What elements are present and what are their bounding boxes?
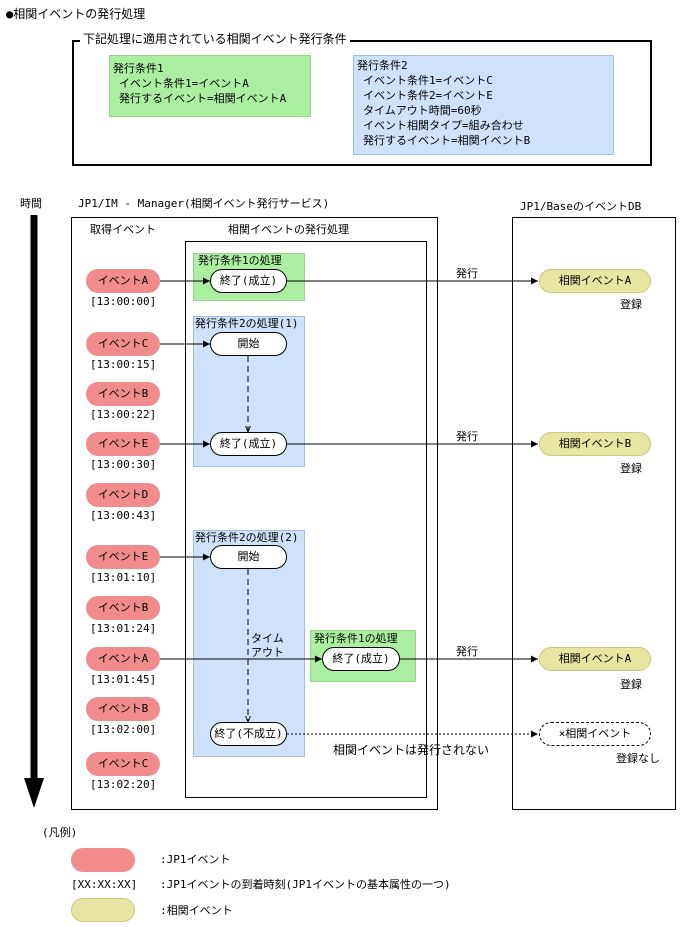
event-arrival-time: [13:01:10] (90, 571, 157, 584)
timeout-label: アウト (251, 646, 284, 659)
processing-box (185, 241, 427, 798)
event-arrival-time: [13:00:00] (90, 295, 157, 308)
register-note: 登録 (620, 678, 642, 691)
jp1-event: イベントB (86, 382, 160, 406)
jp1-event: イベントB (86, 596, 160, 620)
legend-title: (凡例) (42, 826, 78, 839)
issue-label: 発行 (456, 645, 478, 658)
proc-end-ng: 終了(不成立) (210, 722, 287, 746)
proc-cond2-label-1: 発行条件2の処理(1) (195, 317, 299, 330)
event-arrival-time: [13:00:30] (90, 458, 157, 471)
condition1-title: 発行条件1 (113, 62, 164, 75)
legend-corr-text: :相関イベント (160, 904, 233, 917)
acquired-label: 取得イベント (90, 223, 156, 236)
proc-cond1-label-b: 発行条件1の処理 (314, 632, 398, 645)
not-issued-label: 相関イベントは発行されない (333, 743, 490, 757)
correlated-event: 相関イベントA (539, 647, 651, 671)
correlated-event-none: ×相関イベント (539, 722, 651, 746)
condition2-line: タイムアウト時間=60秒 (363, 104, 482, 117)
conditions-panel (72, 40, 652, 166)
proc-end-ok-2: 終了(成立) (210, 432, 287, 456)
jp1-event: イベントC (86, 332, 160, 356)
condition2-line: イベント条件2=イベントE (363, 89, 493, 102)
issue-label: 発行 (456, 430, 478, 443)
jp1-event: イベントC (86, 752, 160, 776)
register-none-note: 登録なし (616, 752, 660, 765)
condition1-line: イベント条件1=イベントA (119, 77, 249, 90)
event-arrival-time: [13:00:22] (90, 408, 157, 421)
condition2-title: 発行条件2 (357, 59, 408, 72)
jp1-event: イベントE (86, 432, 160, 456)
jp1-event: イベントD (86, 483, 160, 507)
event-arrival-time: [13:00:15] (90, 358, 157, 371)
condition2-line: イベント相関タイプ=組み合わせ (363, 119, 524, 132)
condition2-line: イベント条件1=イベントC (363, 74, 493, 87)
proc-end-ok-1: 終了(成立) (210, 269, 287, 293)
db-label: JP1/BaseのイベントDB (520, 200, 642, 213)
condition2-line: 発行するイベント=相関イベントB (363, 134, 531, 147)
timeout-label: タイム (251, 632, 284, 645)
conditions-header: 下記処理に適用されている相関イベント発行条件 (80, 33, 350, 46)
legend-corr-swatch (71, 898, 135, 922)
condition2-box: 発行条件2 イベント条件1=イベントC イベント条件2=イベントE タイムアウト… (353, 55, 614, 155)
legend-jp1-text: :JP1イベント (160, 853, 231, 866)
condition1-box: 発行条件1 イベント条件1=イベントA 発行するイベント=相関イベントA (109, 55, 311, 117)
jp1-event: イベントA (86, 647, 160, 671)
jp1-event: イベントB (86, 697, 160, 721)
manager-box (71, 217, 438, 810)
register-note: 登録 (620, 462, 642, 475)
legend-jp1-swatch (71, 848, 135, 872)
legend-time-key: [XX:XX:XX] (71, 878, 138, 891)
event-arrival-time: [13:01:45] (90, 673, 157, 686)
processing-label: 相関イベントの発行処理 (228, 223, 349, 236)
proc-end-ok-3: 終了(成立) (322, 647, 400, 671)
event-arrival-time: [13:00:43] (90, 509, 157, 522)
proc-start-1: 開始 (210, 332, 287, 356)
event-arrival-time: [13:02:00] (90, 723, 157, 736)
manager-label: JP1/IM - Manager(相関イベント発行サービス) (78, 197, 330, 210)
legend-time-text: :JP1イベントの到着時刻(JP1イベントの基本属性の一つ) (160, 878, 451, 891)
proc-cond1-label: 発行条件1の処理 (198, 254, 282, 267)
diagram-title: ●相関イベントの発行処理 (6, 7, 146, 21)
proc-cond2-label-2: 発行条件2の処理(2) (195, 531, 299, 544)
jp1-event: イベントA (86, 269, 160, 293)
correlated-event: 相関イベントB (539, 432, 651, 456)
time-label: 時間 (20, 197, 42, 210)
event-arrival-time: [13:01:24] (90, 622, 157, 635)
register-note: 登録 (620, 298, 642, 311)
proc-start-2: 開始 (210, 545, 287, 569)
jp1-event: イベントE (86, 545, 160, 569)
condition1-line: 発行するイベント=相関イベントA (119, 92, 287, 105)
event-arrival-time: [13:02:20] (90, 778, 157, 791)
issue-label: 発行 (456, 267, 478, 280)
correlated-event: 相関イベントA (539, 269, 651, 293)
event-db-box (512, 217, 676, 810)
